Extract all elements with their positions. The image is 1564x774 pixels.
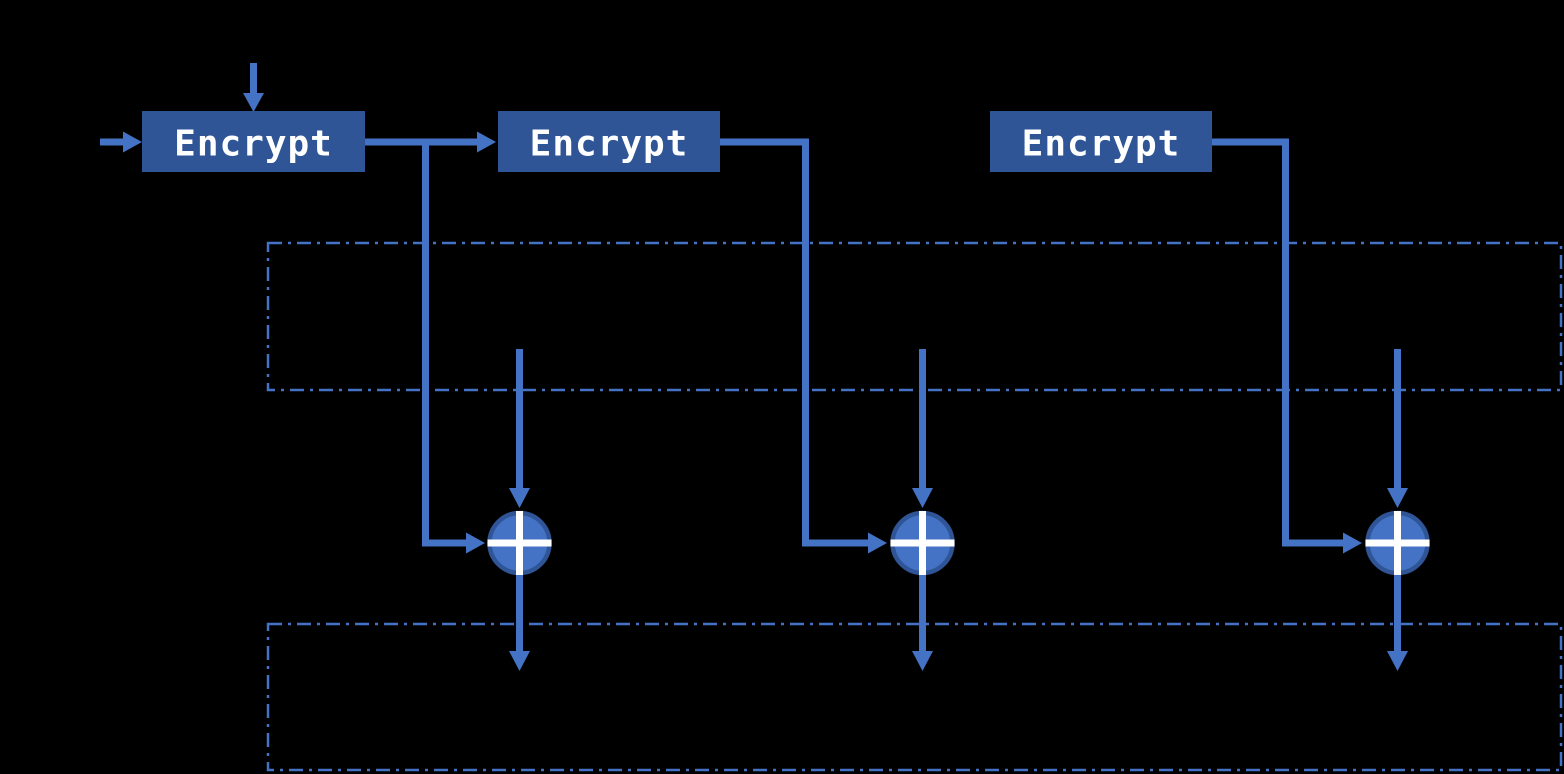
block1-branch-to-xor1 — [422, 142, 466, 547]
xor1-bottom-arrowhead-icon — [509, 651, 530, 671]
encrypt-label-3: Encrypt — [1022, 124, 1181, 165]
encrypt-block-3 — [990, 111, 1212, 172]
block2-input-arrowhead-icon — [477, 131, 496, 153]
xor-1-cross-horizontal — [487, 539, 552, 547]
xor2-top-arrowhead-icon — [912, 488, 933, 508]
encrypt-block-2 — [498, 111, 720, 172]
block2-branch-to-xor2 — [720, 138, 869, 547]
xor3-top-arrowhead-icon — [1387, 488, 1408, 508]
encrypt-block-1 — [142, 111, 365, 172]
xor2-left-arrowhead-icon — [868, 532, 887, 554]
top-input-arrowhead-icon — [243, 93, 264, 112]
xor-2-cross-horizontal — [890, 539, 955, 547]
encrypt-label-1: Encrypt — [174, 124, 333, 165]
block3-branch-to-xor3 — [1212, 138, 1344, 547]
left-input-arrowhead-icon — [123, 131, 142, 153]
xor3-left-arrowhead-icon — [1343, 532, 1362, 554]
xor1-left-arrowhead-icon — [466, 532, 485, 554]
xor2-bottom-arrowhead-icon — [912, 651, 933, 671]
bottom-dashed-region — [266, 622, 1563, 772]
top-dashed-region — [266, 241, 1563, 392]
encrypt-label-2: Encrypt — [530, 124, 689, 165]
xor3-bottom-arrowhead-icon — [1387, 651, 1408, 671]
xor-3-cross-horizontal — [1365, 539, 1430, 547]
xor1-top-arrowhead-icon — [509, 488, 530, 508]
